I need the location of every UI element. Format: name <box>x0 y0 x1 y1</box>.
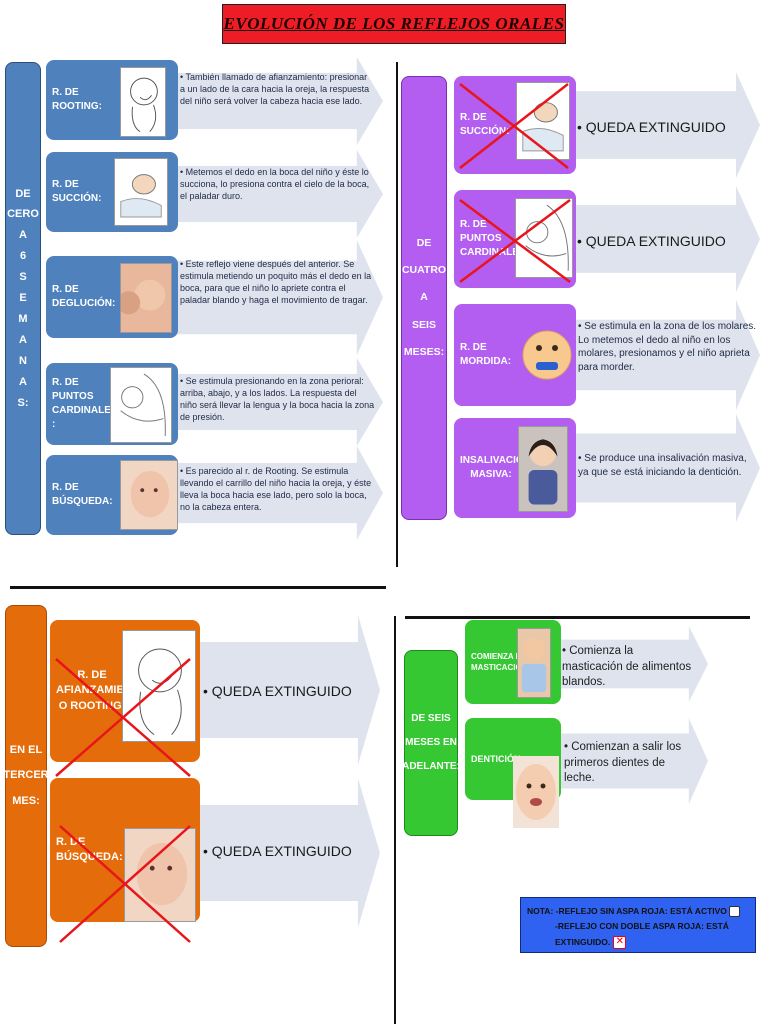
q2-desc-1: • QUEDA EXTINGUIDO <box>577 233 726 249</box>
page-title: EVOLUCIÓN DE LOS REFLEJOS ORALES <box>222 4 566 44</box>
q1-desc-1: • Metemos el dedo en la boca del niño y … <box>180 167 370 202</box>
note-line-extinct: -REFLEJO CON DOBLE ASPA ROJA: ESTÁ EXTIN… <box>555 921 729 949</box>
q2-desc-2: • Se estimula en la zona de los molares.… <box>578 321 757 373</box>
baby-biting-photo-icon <box>522 312 572 398</box>
baby-sucking-finger-icon <box>122 630 196 742</box>
q1-desc-2: • Este reflejo viene después del anterio… <box>180 259 372 306</box>
baby-face-photo-icon <box>120 460 178 530</box>
q4-desc-0: • Comienza la masticación de alimentos b… <box>562 645 692 689</box>
checkbox-icon <box>728 906 740 918</box>
horizontal-divider-left <box>10 586 386 589</box>
baby-eating-photo-icon <box>517 628 551 698</box>
baby-nursing-photo-icon <box>120 263 172 333</box>
baby-teeth-photo-icon <box>513 756 559 828</box>
baby-breastfeeding-icon <box>110 367 172 443</box>
horizontal-divider-right <box>405 616 750 619</box>
q3-desc-1: • QUEDA EXTINGUIDO <box>203 843 352 859</box>
baby-feeding-icon <box>516 82 570 160</box>
q2-desc-0: • QUEDA EXTINGUIDO <box>577 119 726 135</box>
vertical-divider-top <box>396 62 398 567</box>
q1-desc-4: • Es parecido al r. de Rooting. Se estim… <box>180 466 372 513</box>
baby-sitting-photo-icon <box>518 426 568 512</box>
q2-desc-3: • Se produce una insalivación masiva, ya… <box>578 453 747 478</box>
baby-face-photo-icon <box>124 828 196 922</box>
q4-desc-1: • Comienzan a salir los primeros dientes… <box>564 741 682 785</box>
baby-feeding-icon <box>114 158 168 226</box>
legend-note: NOTA: -REFLEJO SIN ASPA ROJA: ESTÁ ACTIV… <box>520 897 756 953</box>
note-line-active: NOTA: -REFLEJO SIN ASPA ROJA: ESTÁ ACTIV… <box>527 904 749 919</box>
vertical-divider-bottom <box>394 616 396 1024</box>
red-x-icon: ✕ <box>613 935 627 949</box>
baby-sucking-finger-icon <box>120 67 166 137</box>
q1-desc-0: • También llamado de afianzamiento: pres… <box>180 72 370 107</box>
q3-desc-0: • QUEDA EXTINGUIDO <box>203 683 352 699</box>
q1-desc-3: • Se estimula presionando en la zona per… <box>180 376 375 423</box>
baby-breastfeeding-icon <box>515 198 573 278</box>
